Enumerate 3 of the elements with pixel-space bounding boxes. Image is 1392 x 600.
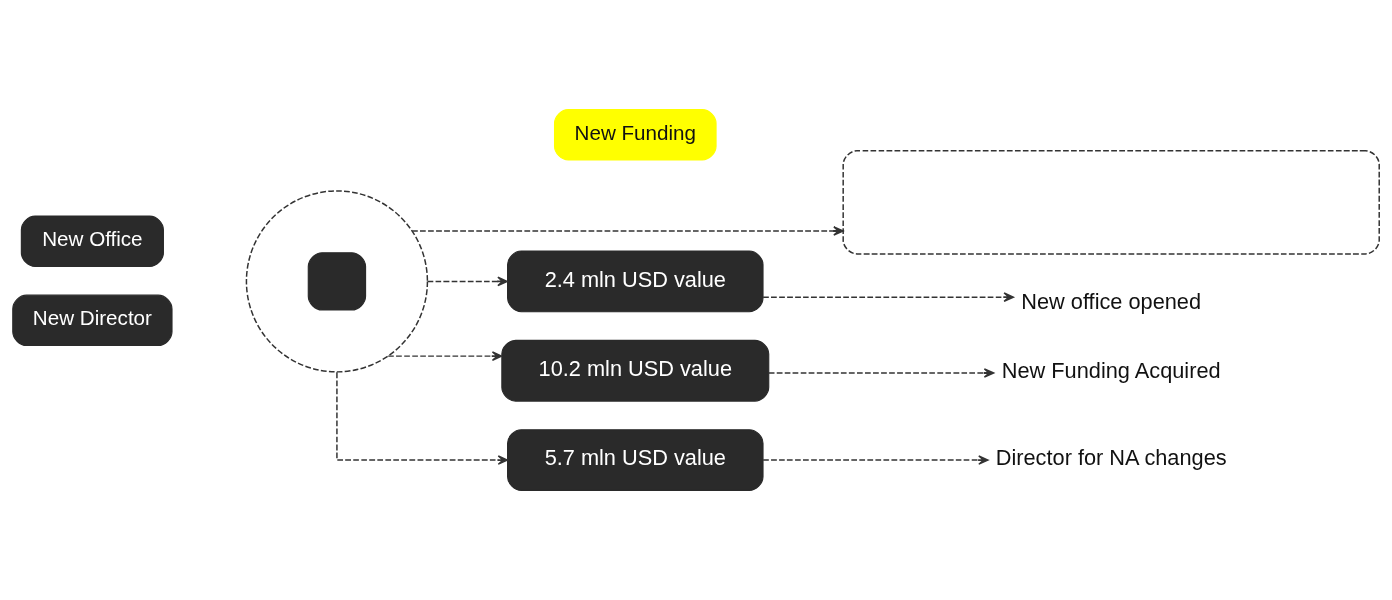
node-text: New Funding Acquired (1001, 358, 1221, 384)
node-text: New office opened (1021, 288, 1202, 314)
node-text: Director for NA changes (995, 445, 1227, 471)
